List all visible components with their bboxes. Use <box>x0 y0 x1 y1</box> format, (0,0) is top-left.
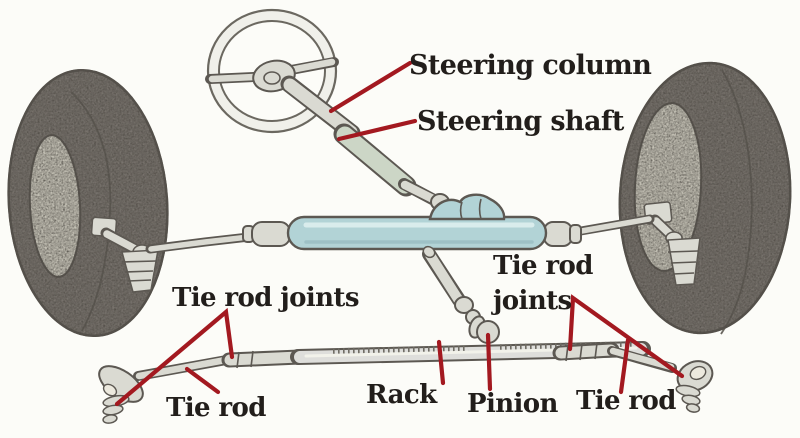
left-bellows-boot <box>121 249 159 293</box>
front-left-tire <box>7 68 169 338</box>
leader-tie-rod-right <box>618 337 631 395</box>
rack-housing <box>286 215 548 251</box>
label-steering-shaft: Steering shaft <box>417 106 625 137</box>
right-wheel-hub-opening <box>633 102 703 272</box>
rack-left-end-cap <box>251 221 291 247</box>
leader-steering-column <box>328 60 413 114</box>
leader-lines <box>114 60 685 407</box>
lower-right-boot <box>675 384 701 413</box>
label-tie-rod-joints-left: Tie rod joints <box>172 283 359 313</box>
label-rack: Rack <box>366 380 438 410</box>
label-tie-rod-front-left: Tie rod <box>166 393 266 423</box>
label-tie-rod-front-right: Tie rod <box>576 386 676 416</box>
pinion-housing <box>428 193 506 221</box>
label-tie-rod-joints-right-line2: joints <box>491 286 572 316</box>
leader-tie-rod-left <box>184 366 221 395</box>
steering-column-and-shaft <box>280 75 442 207</box>
part-labels: Steering column Steering shaft Tie rod j… <box>166 50 677 423</box>
front-right-tire <box>618 61 792 335</box>
upper-rack-assembly <box>90 193 701 293</box>
label-tie-rod-joints-right-line1: Tie rod <box>493 251 593 281</box>
leader-pinion <box>485 332 493 392</box>
left-wheel-hub-opening <box>28 134 82 278</box>
right-bellows-boot <box>667 237 701 286</box>
rack-right-end-cap <box>543 221 573 247</box>
label-pinion: Pinion <box>467 389 559 419</box>
leader-steering-shaft <box>336 118 418 142</box>
leader-tie-rod-joints-right <box>567 294 685 379</box>
lower-u-joint <box>454 296 474 314</box>
leader-rack <box>436 339 446 386</box>
label-steering-column: Steering column <box>409 50 652 81</box>
leader-tie-rod-joints-left <box>114 307 235 407</box>
